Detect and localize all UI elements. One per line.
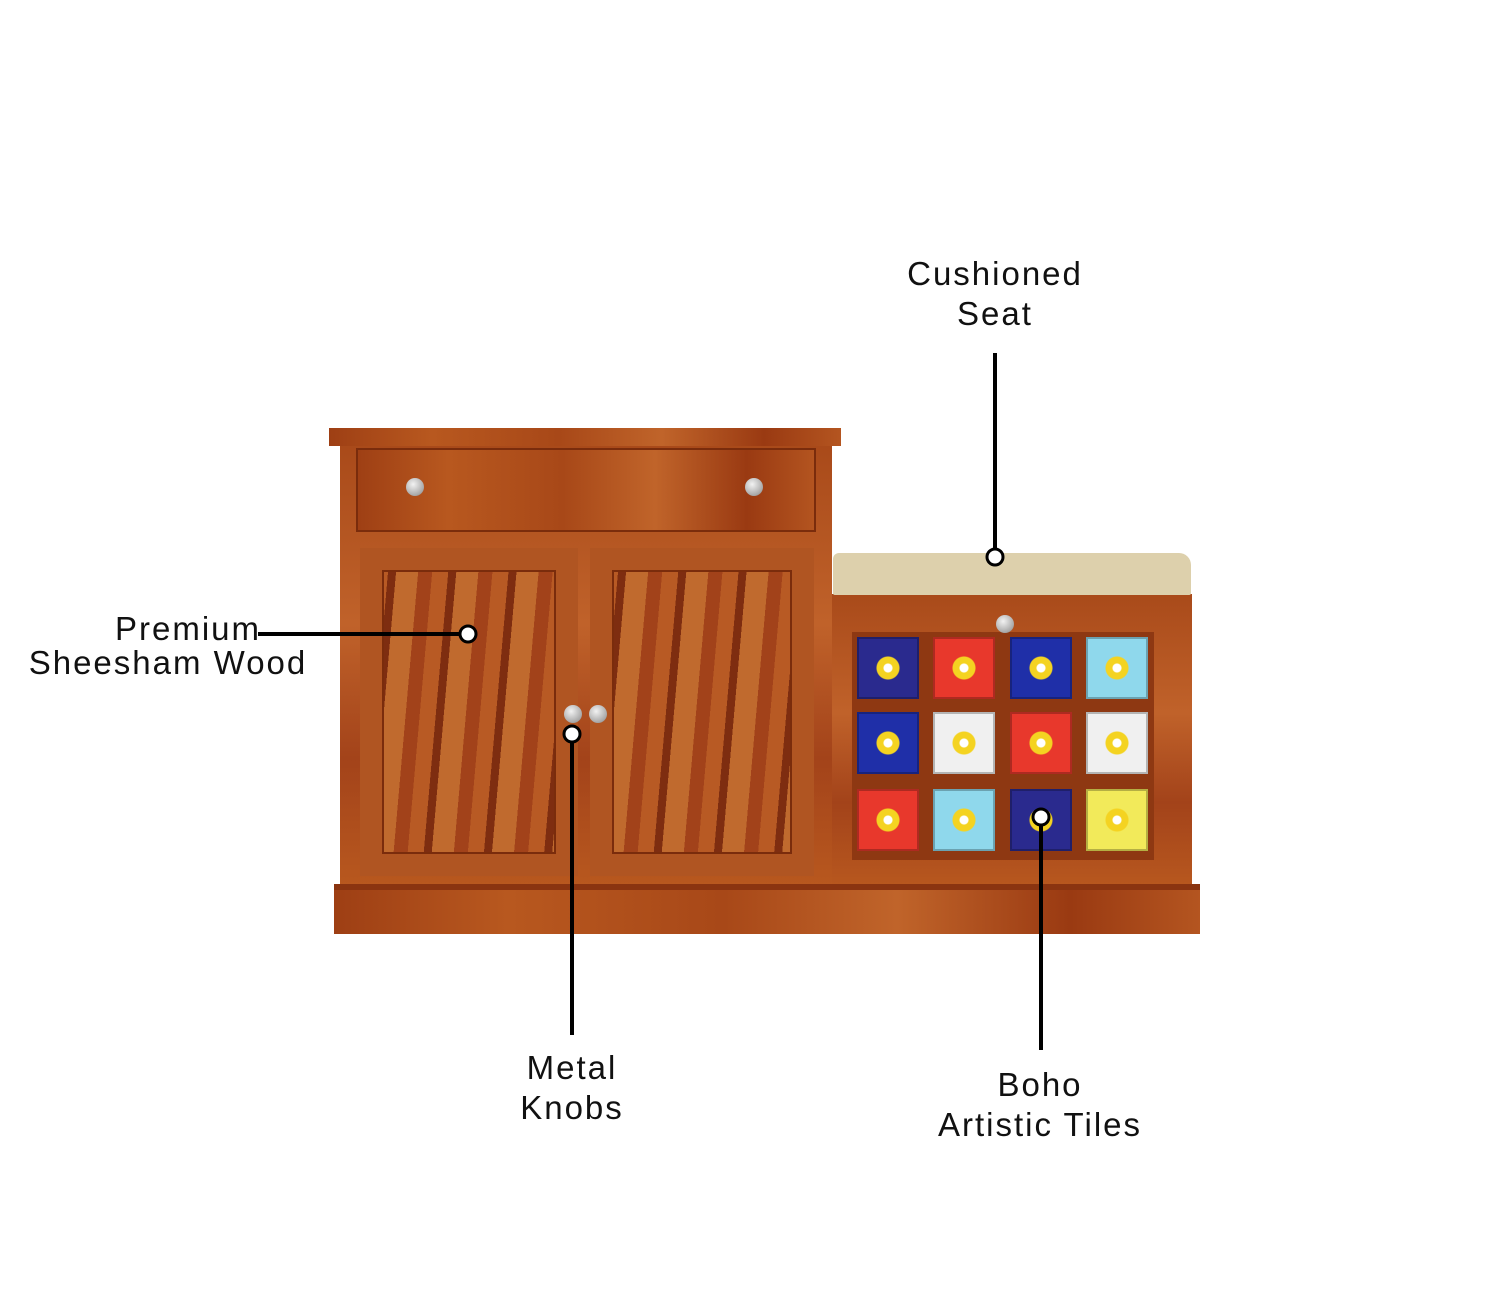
label-line: Knobs [520,1089,624,1126]
callout-line-knobs [570,734,574,1035]
drawer-knob-right [745,478,763,496]
callout-line-seat [993,353,997,557]
label-boho-tiles: Boho Artistic Tiles [900,1065,1180,1145]
label-premium-wood: Premium Sheesham Wood [20,609,316,683]
decorative-tile [857,637,919,699]
right-door [590,548,814,876]
callout-dot-wood [458,624,478,644]
bench-knob [996,615,1014,633]
decorative-tile [1010,637,1072,699]
label-line: Metal [526,1049,618,1086]
decorative-tile [1086,789,1148,851]
callout-dot-seat [985,547,1005,567]
door-knob-right [589,705,607,723]
decorative-tile [857,789,919,851]
cushion [833,553,1191,595]
callout-line-wood [258,632,468,636]
drawer-knob-left [406,478,424,496]
label-cushioned-seat: Cushioned Seat [880,254,1110,334]
label-line: Premium [114,610,262,647]
decorative-tile [933,789,995,851]
label-line: Seat [957,295,1033,332]
label-line: Boho [997,1066,1083,1103]
door-knob-left [564,705,582,723]
label-line: Cushioned [907,255,1083,292]
callout-dot-tiles [1031,807,1051,827]
drawer [356,448,816,532]
label-line: Sheesham Wood [28,644,308,681]
decorative-tile [933,637,995,699]
decorative-tile [857,712,919,774]
decorative-tile [1010,712,1072,774]
decorative-tile [1086,712,1148,774]
plinth [334,884,1200,934]
callout-dot-knobs [562,724,582,744]
decorative-tile [933,712,995,774]
label-metal-knobs: Metal Knobs [472,1048,672,1128]
decorative-tile [1086,637,1148,699]
left-door [360,548,578,876]
callout-line-tiles [1039,817,1043,1050]
label-line: Artistic Tiles [937,1106,1143,1143]
cabinet-top [329,428,841,446]
